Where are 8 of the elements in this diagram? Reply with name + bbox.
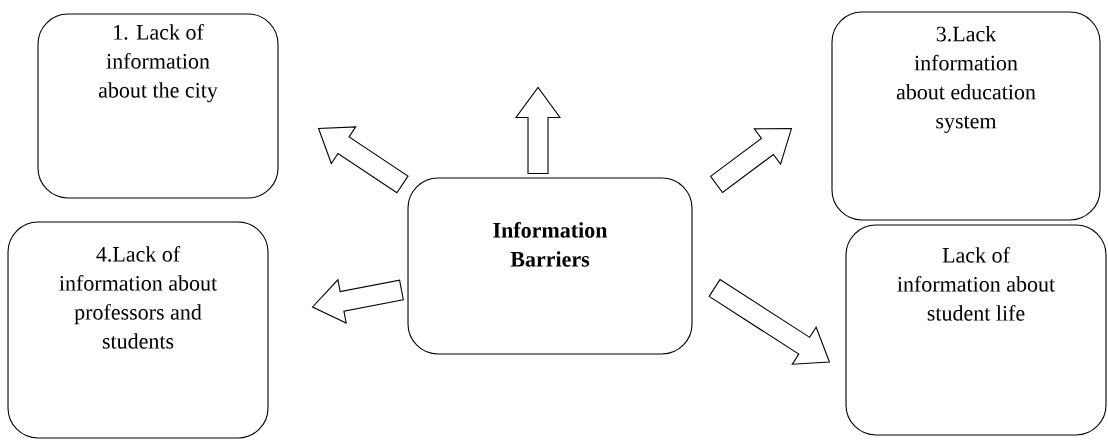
rounded-box: 1. Lack of information about the city bbox=[37, 13, 279, 199]
block-arrow bbox=[514, 86, 562, 174]
block-arrow bbox=[311, 278, 404, 324]
block-arrow bbox=[317, 126, 409, 194]
rounded-box: Lack of information about student life bbox=[845, 224, 1107, 436]
rounded-box: 3.Lack information about education system bbox=[831, 11, 1101, 221]
rounded-box: 4.Lack of information about professors and students bbox=[7, 221, 269, 439]
rounded-box: Information Barriers bbox=[407, 177, 693, 355]
